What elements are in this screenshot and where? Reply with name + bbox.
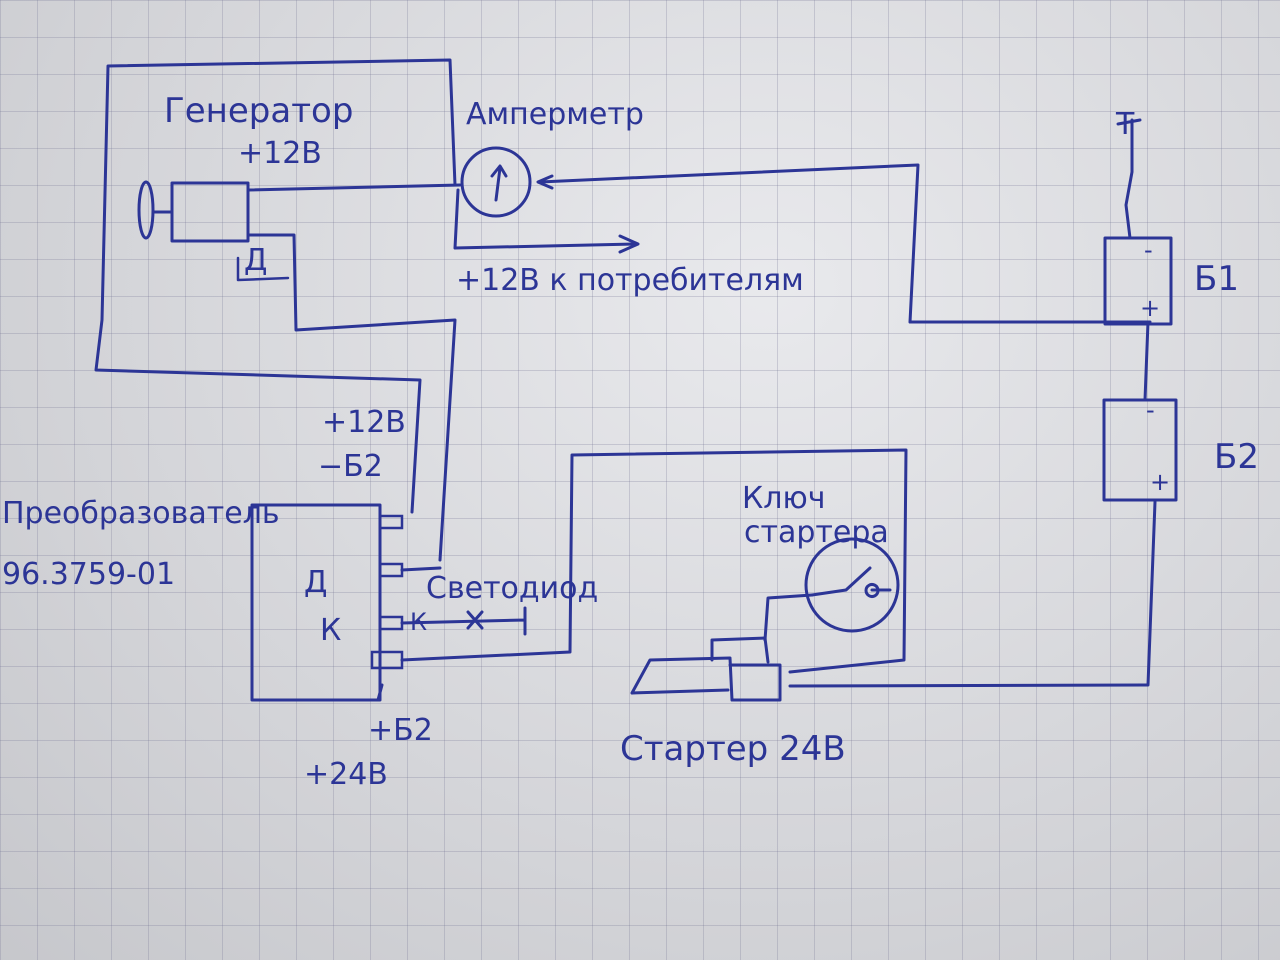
starter-key-label-line2: стартера (744, 515, 889, 550)
converter-pin4-wire (400, 448, 908, 674)
starter-body (630, 636, 782, 702)
starter-key-dial (804, 537, 900, 633)
led-wire (400, 606, 527, 636)
led-k-label: К (410, 608, 427, 636)
starter-assembly (630, 537, 900, 702)
battery1-label: Б1 (1194, 259, 1239, 299)
converter-k-label: К (320, 613, 341, 648)
ammeter-needle (490, 164, 508, 202)
led-label: Светодиод (426, 571, 598, 606)
converter (250, 448, 908, 702)
generator-frame-wire (94, 58, 457, 514)
converter-model-label: 96.3759-01 (2, 557, 175, 592)
battery2-plus: + (1150, 468, 1170, 496)
switch-t (1116, 118, 1142, 240)
generator-body (170, 181, 250, 243)
converter-pin2-wire (400, 566, 442, 572)
consumer-arrow (618, 234, 640, 254)
consumer-wire (453, 188, 637, 250)
batteries (788, 118, 1178, 688)
consumers-label: +12В к потребителям (456, 263, 804, 298)
converter-body (250, 503, 382, 702)
generator-output-wire (246, 183, 462, 192)
generator-label: Генератор (164, 91, 353, 131)
generator-d-wire (246, 233, 457, 562)
generator-voltage-label: +12В (238, 136, 322, 171)
ammeter-input-wire (538, 163, 1152, 324)
generator-d-bracket (236, 256, 290, 282)
battery-link-wire (1143, 320, 1150, 402)
battery2-label: Б2 (1214, 437, 1259, 477)
converter-pin-4 (370, 650, 404, 670)
converter-out-tick (376, 683, 384, 702)
battery1-minus: - (1144, 236, 1153, 264)
switch-t-label: Т (1115, 107, 1135, 142)
starter-key-label-line1: Ключ (742, 481, 825, 516)
converter-pin-2 (378, 562, 404, 578)
battery-b1 (1103, 236, 1173, 326)
generator-pulley (137, 180, 155, 240)
generator (94, 58, 462, 562)
ammeter-input-arrow (536, 174, 554, 190)
starter-key-wire (763, 593, 814, 642)
converter-pin-1 (378, 514, 404, 530)
converter-out-b2-label: +Б2 (368, 713, 433, 748)
converter-d-label: Д (304, 565, 327, 600)
battery2-minus: - (1146, 396, 1155, 424)
battery-b2 (1102, 398, 1178, 502)
ammeter (453, 146, 1152, 324)
generator-d-label: Д (244, 243, 267, 278)
battery1-plus: + (1140, 294, 1160, 322)
starter-label: Стартер 24В (620, 729, 846, 769)
converter-in-plus-label: +12В (322, 405, 406, 440)
converter-in-minus-label: −Б2 (318, 449, 383, 484)
battery-b2-plus-wire (788, 500, 1157, 688)
converter-label: Преобразователь (2, 496, 280, 531)
converter-out-24-label: +24В (304, 757, 388, 792)
ammeter-label: Амперметр (466, 97, 644, 132)
starter-key-contacts (810, 566, 892, 598)
converter-pin-3 (378, 615, 404, 631)
led-symbol (466, 610, 484, 630)
ammeter-dial (460, 146, 532, 218)
